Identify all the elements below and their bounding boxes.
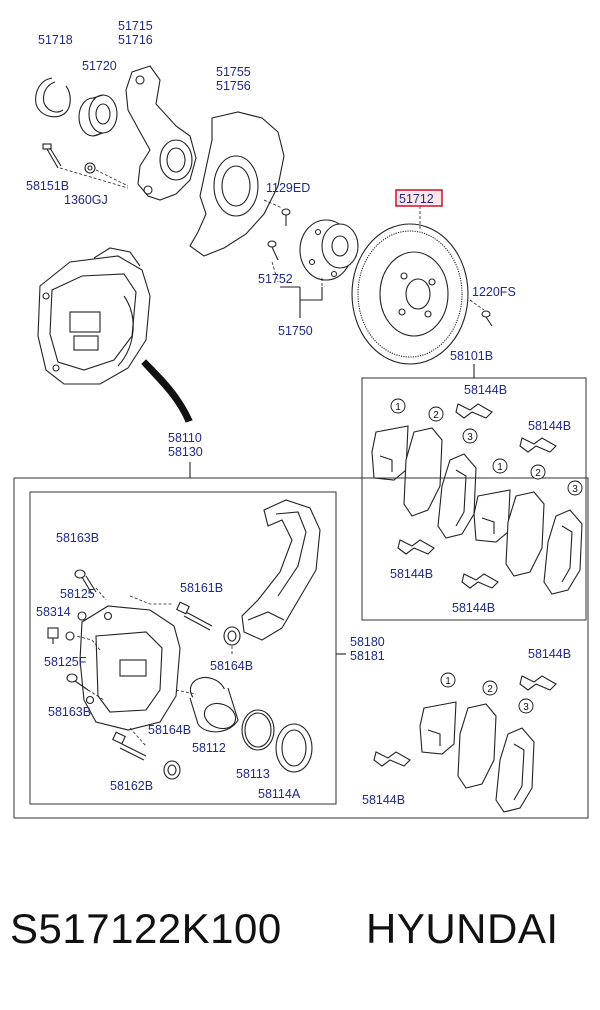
label-58112: 58112 [192, 741, 226, 755]
label-58164B-bottom: 58164B [148, 723, 191, 737]
caliper-kit-inner-box [29, 491, 337, 805]
svg-text:1: 1 [445, 676, 451, 687]
label-51712: 51712 [399, 192, 434, 206]
callout-2-a: 2 [428, 406, 444, 422]
ring-58113 [241, 709, 275, 751]
label-1220FS: 1220FS [472, 285, 516, 299]
callout-3-b: 3 [567, 480, 583, 496]
bolt-58163B-bottom [66, 673, 89, 691]
brake-disc-51712 [351, 223, 469, 365]
label-58113: 58113 [236, 767, 270, 781]
steering-knuckle-51715 [125, 65, 197, 201]
svg-text:1: 1 [497, 462, 503, 473]
label-58125F: 58125F [44, 655, 87, 669]
caliper-bracket-58180 [241, 499, 321, 641]
boot-58164B-bottom [163, 760, 181, 780]
label-51715: 51715 [118, 19, 153, 33]
svg-text:2: 2 [535, 468, 541, 479]
brake-parts-diagram: 1 2 3 1 2 3 1 2 3 51718 51715 51716 5172… [13, 19, 589, 819]
dust-cover-51755 [189, 111, 285, 257]
wheel-bearing-51720 [78, 94, 118, 137]
callout-3-c: 3 [518, 698, 534, 714]
label-1129ED: 1129ED [266, 181, 310, 195]
svg-text:2: 2 [433, 410, 439, 421]
callout-2-c: 2 [482, 680, 498, 696]
label-58164B-top: 58164B [210, 659, 253, 673]
label-58114A: 58114A [258, 787, 301, 801]
seal-58114A [275, 723, 313, 773]
pad-set-b [473, 489, 583, 595]
highlight-box-51712 [395, 189, 443, 207]
bolt-58163B-top [74, 569, 97, 595]
callout-3-a: 3 [462, 428, 478, 444]
bolt-58151B [42, 143, 62, 169]
boot-58164B-top [223, 626, 241, 646]
label-58161B: 58161B [180, 581, 223, 595]
label-58180: 58180 [350, 635, 385, 649]
callout-2-b: 2 [530, 464, 546, 480]
label-58130: 58130 [168, 445, 203, 459]
label-58314: 58314 [36, 605, 71, 619]
wheel-hub-51750 [299, 219, 359, 281]
label-51718: 51718 [38, 33, 73, 47]
piston-58112 [189, 676, 239, 733]
svg-text:3: 3 [467, 432, 473, 443]
arrow-to-assembly [141, 359, 193, 423]
label-58144B-a: 58144B [464, 383, 507, 397]
svg-text:2: 2 [487, 684, 493, 695]
label-51716: 51716 [118, 33, 153, 47]
svg-text:3: 3 [572, 484, 578, 495]
label-58110: 58110 [168, 431, 202, 445]
label-58162B: 58162B [110, 779, 153, 793]
nut-1360GJ [84, 162, 96, 174]
hub-bolt-51752 [267, 240, 279, 261]
pad-set-a [371, 425, 477, 539]
caliper-assembly-drawing [37, 247, 151, 385]
guide-pin-58162B [112, 731, 147, 761]
label-51756: 51756 [216, 79, 251, 93]
caliper-kit-outer-box [13, 477, 589, 819]
callout-1-b: 1 [492, 458, 508, 474]
callout-1-a: 1 [390, 398, 406, 414]
label-58163B-bottom: 58163B [48, 705, 91, 719]
brand-name: HYUNDAI [366, 905, 559, 952]
bolt-1129ED [281, 208, 291, 226]
footer: S517122K100 HYUNDAI [0, 895, 600, 985]
label-58144B-c: 58144B [390, 567, 433, 581]
label-58144B-f: 58144B [362, 793, 405, 807]
label-51752: 51752 [258, 272, 293, 286]
cap-58125 [77, 611, 87, 621]
snap-ring-51718 [35, 77, 71, 118]
pad-set-c [419, 701, 535, 813]
callout-1-c: 1 [440, 672, 456, 688]
label-1360GJ: 1360GJ [64, 193, 108, 207]
label-58181: 58181 [350, 649, 385, 663]
svg-text:3: 3 [523, 702, 529, 713]
pad-clips-a [397, 403, 557, 589]
guide-pin-58161B [176, 601, 213, 631]
part-code: S517122K100 [10, 905, 282, 952]
label-51750: 51750 [278, 324, 313, 338]
screw-1220FS [481, 310, 493, 327]
svg-text:1: 1 [395, 402, 401, 413]
label-58163B-top: 58163B [56, 531, 99, 545]
label-58125: 58125 [60, 587, 95, 601]
bleeder-58314 [47, 627, 59, 644]
label-51755: 51755 [216, 65, 251, 79]
caliper-body [79, 605, 181, 731]
label-58101B: 58101B [450, 349, 493, 363]
label-58144B-b: 58144B [528, 419, 571, 433]
label-58144B-d: 58144B [452, 601, 495, 615]
label-51720: 51720 [82, 59, 117, 73]
label-58144B-e: 58144B [528, 647, 571, 661]
label-58151B: 58151B [26, 179, 69, 193]
cap-58125F [65, 631, 75, 641]
pad-clips-c [373, 675, 557, 767]
